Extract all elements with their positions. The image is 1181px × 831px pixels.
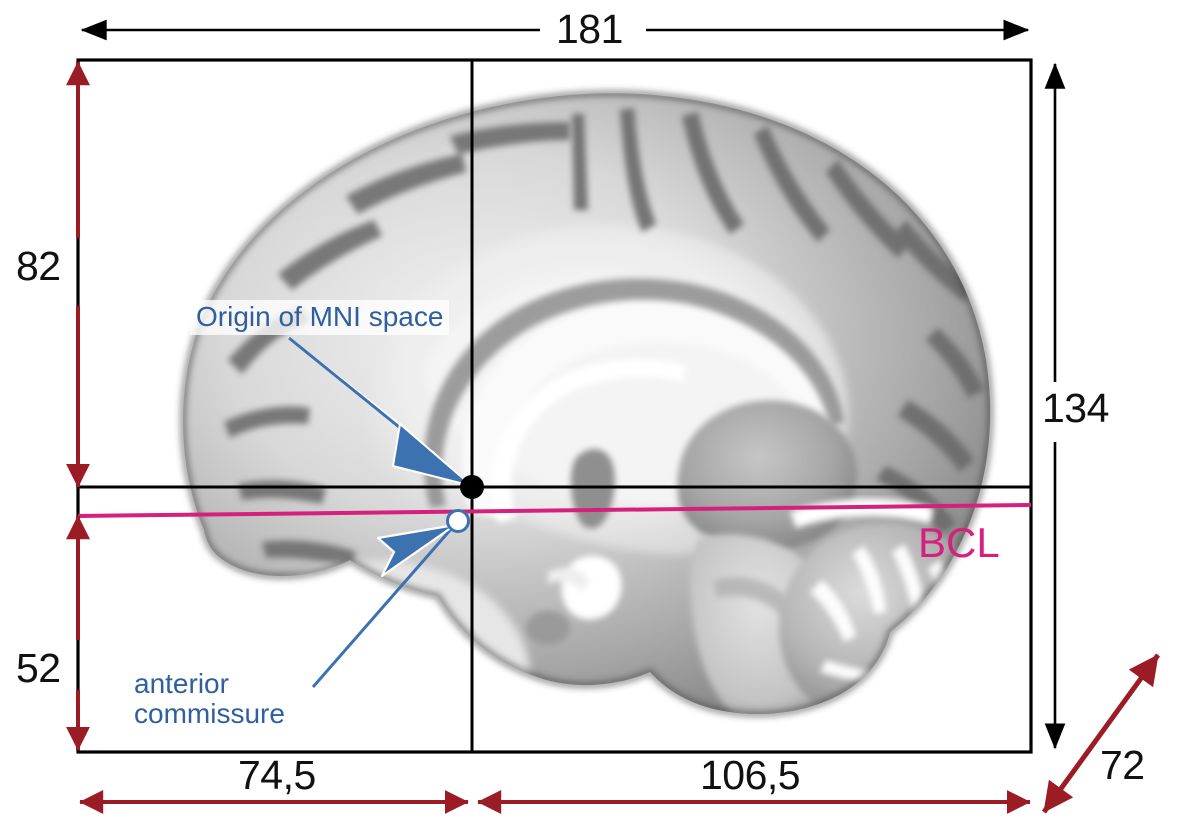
dimension-label-106-5: 106,5 (700, 752, 801, 798)
mni-bounding-box-frame (76, 58, 1033, 754)
origin-of-mni-space-marker (460, 475, 484, 499)
origin-of-mni-space-label: Origin of MNI space (190, 300, 450, 336)
anterior-commissure-label: anterior commissure (134, 668, 285, 730)
dimension-label-134: 134 (1042, 385, 1109, 431)
anterior-commissure-marker (446, 509, 470, 533)
anterior-commissure-leader-arrow (311, 523, 457, 688)
dimension-label-82: 82 (16, 243, 61, 289)
dimension-label-52: 52 (16, 645, 61, 691)
dimension-label-74-5: 74,5 (238, 752, 316, 798)
sagittal-brain-mri-image (180, 90, 994, 717)
anterior-commissure-label-line1: anterior (134, 668, 229, 699)
dimension-label-72: 72 (1100, 742, 1145, 788)
dimension-depth-72 (1041, 653, 1161, 814)
bcl-line (77, 503, 1032, 518)
anterior-commissure-label-line2: commissure (134, 698, 285, 730)
origin-leader-arrow (287, 336, 473, 488)
dimension-label-181: 181 (556, 6, 623, 52)
bcl-label: BCL (918, 519, 1000, 566)
